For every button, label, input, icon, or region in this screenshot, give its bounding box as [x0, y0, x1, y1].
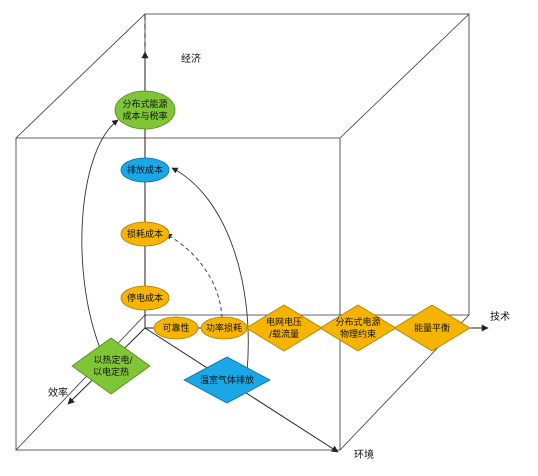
svg-text:以电定热: 以电定热 — [93, 366, 129, 378]
svg-text:停电成本: 停电成本 — [127, 292, 163, 304]
axis-label-technology: 技术 — [490, 310, 510, 323]
node-emission-cost: 排放成本 — [120, 157, 170, 183]
svg-text:温室气体排放: 温室气体排放 — [200, 374, 254, 386]
node-distributed-cost-tax: 分布式能源 成本与税率 — [114, 90, 176, 130]
node-outage-cost: 停电成本 — [120, 285, 170, 311]
node-power-loss: 功率损耗 — [200, 316, 248, 340]
node-loss-cost: 损耗成本 — [120, 221, 170, 247]
node-reliability: 可靠性 — [153, 316, 199, 340]
arrow-ghg-to-emission — [171, 167, 249, 373]
axis-label-environment: 环境 — [354, 448, 374, 461]
node-grid-voltage: 电网电压 /载流量 — [245, 304, 323, 352]
svg-text:能量平衡: 能量平衡 — [414, 322, 450, 334]
node-ghg-emission: 温室气体排放 — [183, 356, 271, 404]
node-distributed-physical: 分布式电源 物理约束 — [319, 304, 397, 352]
svg-text:分布式能源: 分布式能源 — [122, 98, 167, 110]
node-heat-power: 以热定电/ 以电定热 — [71, 337, 151, 395]
node-energy-balance: 能量平衡 — [393, 304, 471, 352]
cube-front-face — [15, 137, 341, 451]
svg-text:/载流量: /载流量 — [269, 328, 299, 340]
axis-label-economy: 经济 — [181, 52, 201, 65]
svg-text:分布式电源: 分布式电源 — [335, 316, 380, 328]
svg-text:以热定电/: 以热定电/ — [93, 354, 133, 366]
arrow-powerloss-to-loss — [165, 233, 223, 319]
svg-text:损耗成本: 损耗成本 — [127, 228, 163, 240]
svg-text:排放成本: 排放成本 — [127, 164, 163, 176]
arrow-heat-to-distributed — [81, 119, 119, 349]
svg-text:电网电压: 电网电压 — [266, 316, 302, 328]
svg-text:功率损耗: 功率损耗 — [206, 322, 242, 334]
svg-text:物理约束: 物理约束 — [340, 328, 376, 340]
axis-label-efficiency: 效率 — [48, 386, 68, 399]
svg-text:可靠性: 可靠性 — [162, 322, 189, 334]
svg-text:成本与税率: 成本与税率 — [122, 110, 167, 122]
